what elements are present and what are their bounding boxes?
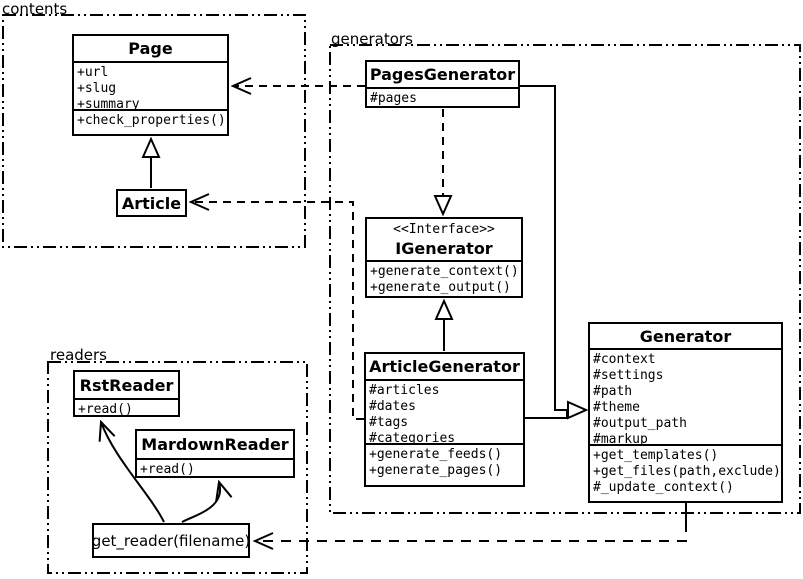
arrow-getreader-to-rstreader: [101, 422, 165, 523]
attribute: #settings: [593, 368, 664, 383]
function-box-label: get_reader(filename): [91, 531, 251, 550]
class-page-title: Page: [128, 39, 173, 58]
class-articlegenerator-methods: +generate_feeds() +generate_pages(): [366, 443, 523, 485]
method: +read(): [78, 402, 133, 415]
class-igenerator-header: <<Interface>> IGenerator: [367, 219, 521, 260]
package-label-readers: readers: [50, 346, 107, 364]
class-pagesgenerator: PagesGenerator #pages: [365, 60, 520, 108]
class-page-attributes: +url +slug +summary: [74, 61, 227, 109]
attribute: #markup: [593, 432, 648, 444]
class-articlegenerator-attributes: #articles #dates #tags #categories: [366, 379, 523, 443]
class-generator-attributes: #context #settings #path #theme #output_…: [590, 348, 781, 444]
method: +generate_pages(): [369, 463, 503, 478]
attribute: #articles: [369, 383, 440, 398]
package-border-contents: [2, 14, 306, 248]
class-article: Article: [116, 189, 187, 217]
arrow-articlegenerator-to-article: [191, 202, 364, 420]
class-pagesgenerator-attributes: #pages: [367, 87, 518, 106]
attribute: #tags: [369, 415, 409, 430]
class-igenerator-methods: +generate_context() +generate_output(): [367, 260, 521, 296]
attribute: #categories: [369, 431, 456, 443]
method: #_update_context(): [593, 480, 734, 495]
method: +get_files(path,exclude): [593, 464, 781, 479]
class-articlegenerator: ArticleGenerator #articles #dates #tags …: [364, 352, 525, 487]
method: +read(): [140, 462, 195, 476]
package-label-generators: generators: [331, 30, 413, 48]
class-igenerator-stereotype: <<Interface>>: [393, 221, 495, 237]
attribute: #output_path: [593, 416, 687, 431]
class-rstreader-methods: +read(): [75, 398, 178, 415]
class-rstreader: RstReader +read(): [73, 370, 180, 417]
class-mardownreader-methods: +read(): [137, 458, 293, 476]
method: +generate_output(): [370, 280, 511, 295]
attribute: #pages: [370, 91, 417, 106]
attribute: +slug: [77, 81, 117, 96]
package-label-contents: contents: [2, 0, 68, 18]
class-igenerator-title: IGenerator: [395, 239, 493, 258]
class-articlegenerator-title: ArticleGenerator: [369, 357, 520, 376]
method: +generate_feeds(): [369, 447, 503, 462]
attribute: #theme: [593, 400, 640, 415]
arrow-getreader-to-mardownreader: [181, 482, 220, 523]
class-article-title: Article: [121, 193, 182, 213]
arrow-articlegenerator-to-generator: [525, 411, 568, 419]
class-rstreader-title: RstReader: [79, 375, 174, 395]
arrow-generator-to-getreader: [255, 522, 687, 541]
attribute: #path: [593, 384, 633, 399]
class-mardownreader-title: MardownReader: [141, 435, 289, 454]
class-pagesgenerator-title: PagesGenerator: [369, 65, 516, 84]
class-page-methods: +check_properties(): [74, 109, 227, 134]
attribute: #context: [593, 352, 656, 367]
attribute: +url: [77, 65, 109, 80]
class-mardownreader: MardownReader +read(): [135, 429, 295, 478]
arrow-pagesgenerator-to-generator: [520, 85, 586, 410]
class-generator-title: Generator: [639, 326, 732, 346]
method: +check_properties(): [77, 113, 226, 128]
package-border-generators: [329, 44, 801, 514]
function-box-get-reader: get_reader(filename): [92, 523, 250, 558]
class-generator-methods: +get_templates() +get_files(path,exclude…: [590, 444, 781, 501]
attribute: +summary: [77, 97, 140, 109]
class-page: Page +url +slug +summary +check_properti…: [72, 34, 229, 136]
class-igenerator: <<Interface>> IGenerator +generate_conte…: [365, 217, 523, 298]
method: +get_templates(): [593, 448, 719, 463]
method: +generate_context(): [370, 264, 519, 279]
class-generator: Generator #context #settings #path #them…: [588, 322, 783, 503]
attribute: #dates: [369, 399, 416, 414]
